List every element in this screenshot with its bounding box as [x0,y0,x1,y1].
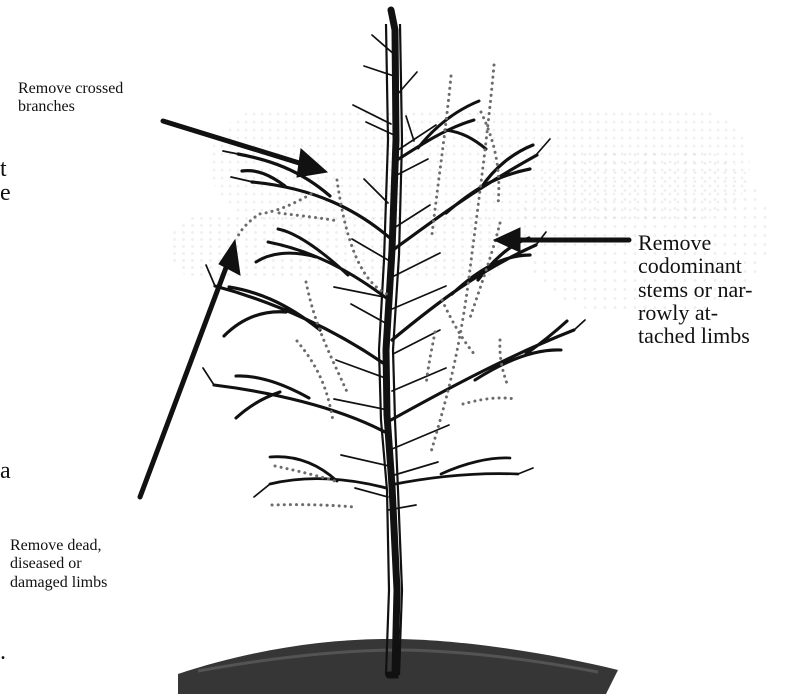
left-edge-text-fragment-top-2: e [0,181,11,205]
codominant-stems-label: Remove codominant stems or nar- rowly at… [638,231,752,348]
left-branch-large [215,286,386,365]
left-edge-text-fragment-middle: a [0,459,11,483]
dead-limbs-label: Remove dead, diseased or damaged limbs [10,537,107,592]
dotted-branches [236,65,515,507]
crossed-branches-label: Remove crossed branches [18,80,123,117]
right-branch-lower [391,321,574,420]
left-edge-text-fragment-bottom: . [0,640,6,664]
right-branch-top [394,101,486,162]
left-branch-mid [256,229,389,300]
right-branch-middle [392,238,536,340]
annotation-arrows [140,121,629,497]
left-edge-text-fragment-top-1: t [0,157,7,181]
